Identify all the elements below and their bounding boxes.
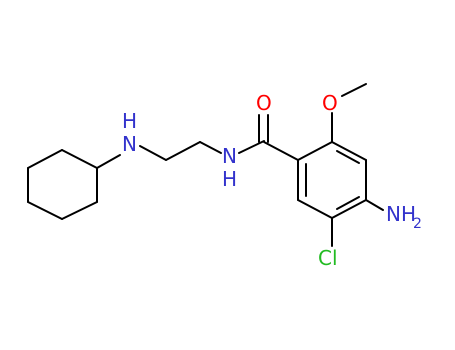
bond [61,149,98,169]
bond [331,199,367,219]
bond [297,199,333,219]
bond [27,149,63,169]
bond [199,141,222,154]
methoxy-oxygen-label: O [322,91,338,115]
amide-hydrogen-label: H [222,167,237,191]
bond [61,201,98,220]
bond [365,199,384,211]
amino-group-label: NH [386,202,416,226]
bond [336,196,360,210]
bond [331,141,367,161]
amino-subscript-label: 2 [413,216,422,232]
bond [336,150,360,164]
bond [238,140,265,154]
amine-hydrogen-label: H [122,109,137,133]
benzene-ring [297,141,367,219]
amine-nitrogen-label: N [122,132,137,156]
cyclohexane-ring [27,149,98,220]
bond [263,141,299,161]
amide-nitrogen-label: N [222,144,237,168]
bond [297,141,333,161]
chlorine-label: Cl [318,246,338,270]
bond [27,201,63,220]
bond [96,154,121,169]
bond [165,141,201,161]
carbonyl-oxygen-label: O [256,91,272,115]
bond [139,145,167,161]
bond [341,83,367,97]
